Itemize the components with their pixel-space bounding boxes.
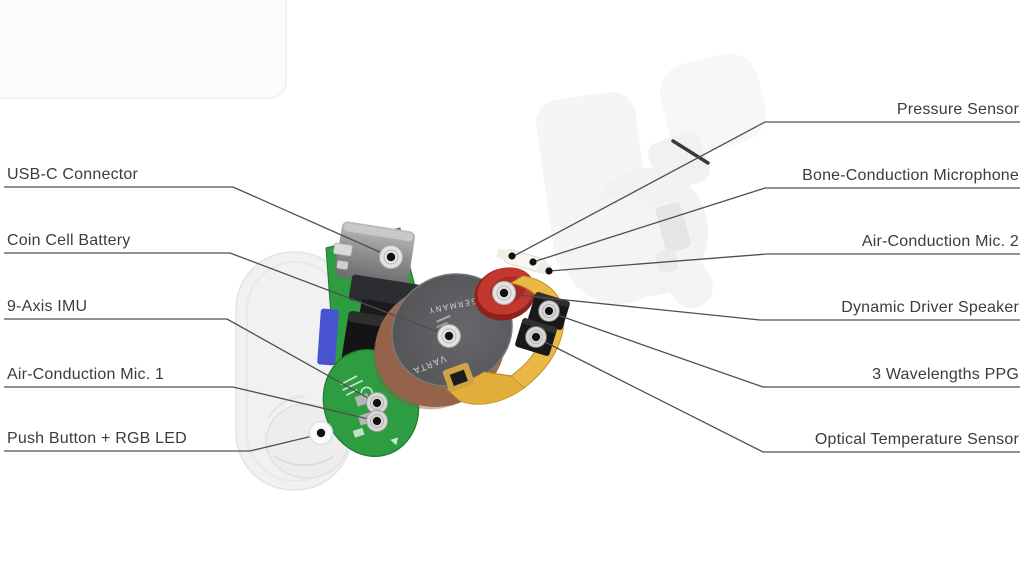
label-air-conduction-mic-1: Air-Conduction Mic. 1 <box>7 366 165 383</box>
blue-component <box>317 308 339 366</box>
label-9-axis-imu: 9-Axis IMU <box>7 298 88 315</box>
annotation-markers <box>308 245 560 446</box>
leader-9-axis-imu <box>4 318 378 404</box>
leader-pressure-sensor <box>511 121 1020 258</box>
marker-usb-c-connector <box>379 245 403 269</box>
leader-optical-temperature-sensor <box>536 337 1020 453</box>
leader-push-button-rgb-led <box>4 433 322 452</box>
marker-push-button <box>308 420 334 446</box>
marker-dynamic-driver-speaker <box>492 281 516 305</box>
marker-bone-conduction-microphone <box>529 258 537 266</box>
leader-coin-cell-battery <box>4 252 450 337</box>
label-3-wavelengths-ppg: 3 Wavelengths PPG <box>872 366 1019 383</box>
label-dynamic-driver-speaker: Dynamic Driver Speaker <box>841 299 1019 316</box>
label-air-conduction-mic-2: Air-Conduction Mic. 2 <box>861 233 1019 250</box>
label-bone-conduction-microphone: Bone-Conduction Microphone <box>802 167 1019 184</box>
vent-slit-mark <box>671 139 710 165</box>
faint-frame-corner <box>0 0 287 99</box>
marker-3-wavelengths-ppg <box>538 300 560 322</box>
leader-3-wavelengths-ppg <box>548 311 1020 388</box>
marker-air-conduction-mic-2 <box>545 267 553 275</box>
label-optical-temperature-sensor: Optical Temperature Sensor <box>814 431 1019 448</box>
label-usb-c-connector: USB-C Connector <box>7 166 139 183</box>
leader-usb-c-connector <box>4 186 392 258</box>
marker-coin-cell-battery <box>437 324 461 348</box>
leader-dynamic-driver-speaker <box>507 293 1020 321</box>
leader-air-conduction-mic-1 <box>4 386 378 422</box>
marker-air-conduction-mic-1 <box>366 410 388 432</box>
leader-bone-conduction-microphone <box>532 187 1020 263</box>
label-push-button-rgb-led: Push Button + RGB LED <box>7 430 187 447</box>
leader-air-conduction-mic-2 <box>548 253 1020 272</box>
label-coin-cell-battery: Coin Cell Battery <box>7 232 131 249</box>
marker-pressure-sensor <box>508 252 516 260</box>
marker-optical-temperature-sensor <box>525 326 547 348</box>
leader-lines <box>4 121 1020 453</box>
label-pressure-sensor: Pressure Sensor <box>896 101 1019 118</box>
